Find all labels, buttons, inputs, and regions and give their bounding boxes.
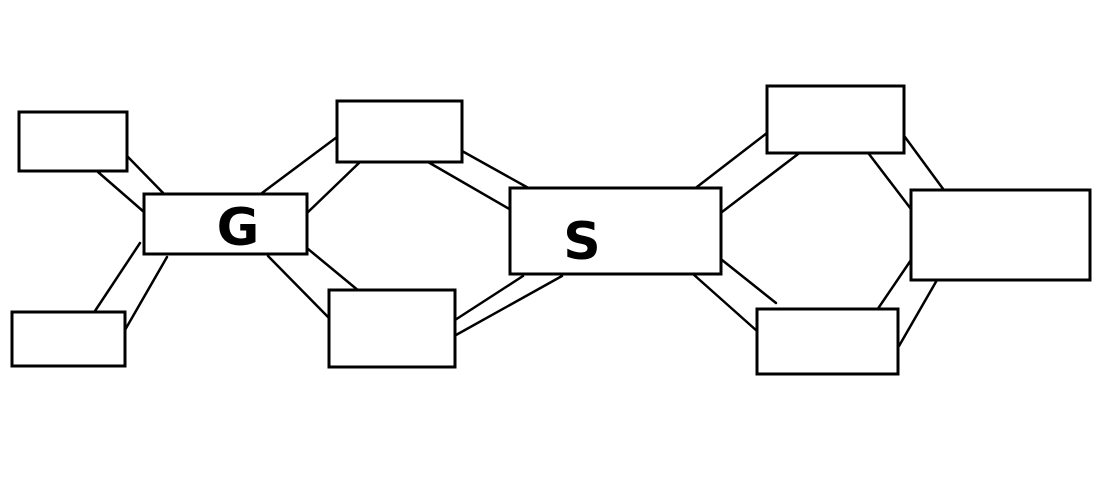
connector-line (715, 254, 778, 305)
connector-line (260, 135, 339, 195)
connector-line (454, 274, 564, 337)
connector-line (126, 155, 170, 200)
node-box-bottom-middle (327, 288, 457, 369)
node-box-top-middle (335, 99, 464, 164)
connector-line (460, 149, 534, 192)
connector-line (871, 258, 913, 318)
connector-line (900, 131, 951, 199)
node-box-bottom-right (755, 307, 900, 376)
node-box-s (508, 186, 723, 276)
node-box-top-right (765, 84, 906, 155)
connector-line (691, 131, 769, 192)
connector-line (453, 274, 525, 322)
connector-line (897, 278, 939, 348)
connector-line (91, 241, 142, 316)
connector-line (720, 149, 804, 214)
connector-line (304, 160, 362, 216)
node-box-far-right (909, 188, 1092, 282)
connector-line (691, 272, 759, 333)
connector-lines (91, 131, 951, 348)
connector-line (867, 152, 916, 215)
node-box-top-left (17, 110, 129, 173)
node-boxes (10, 84, 1092, 376)
node-box-g (142, 192, 309, 256)
connector-line (266, 254, 331, 320)
connector-line (300, 242, 367, 298)
connector-line (96, 170, 146, 214)
node-box-bottom-left (10, 310, 127, 368)
node-label-g: G (217, 198, 260, 258)
connector-line (123, 255, 169, 332)
connector-line (426, 160, 513, 212)
node-label-s: S (563, 212, 600, 272)
